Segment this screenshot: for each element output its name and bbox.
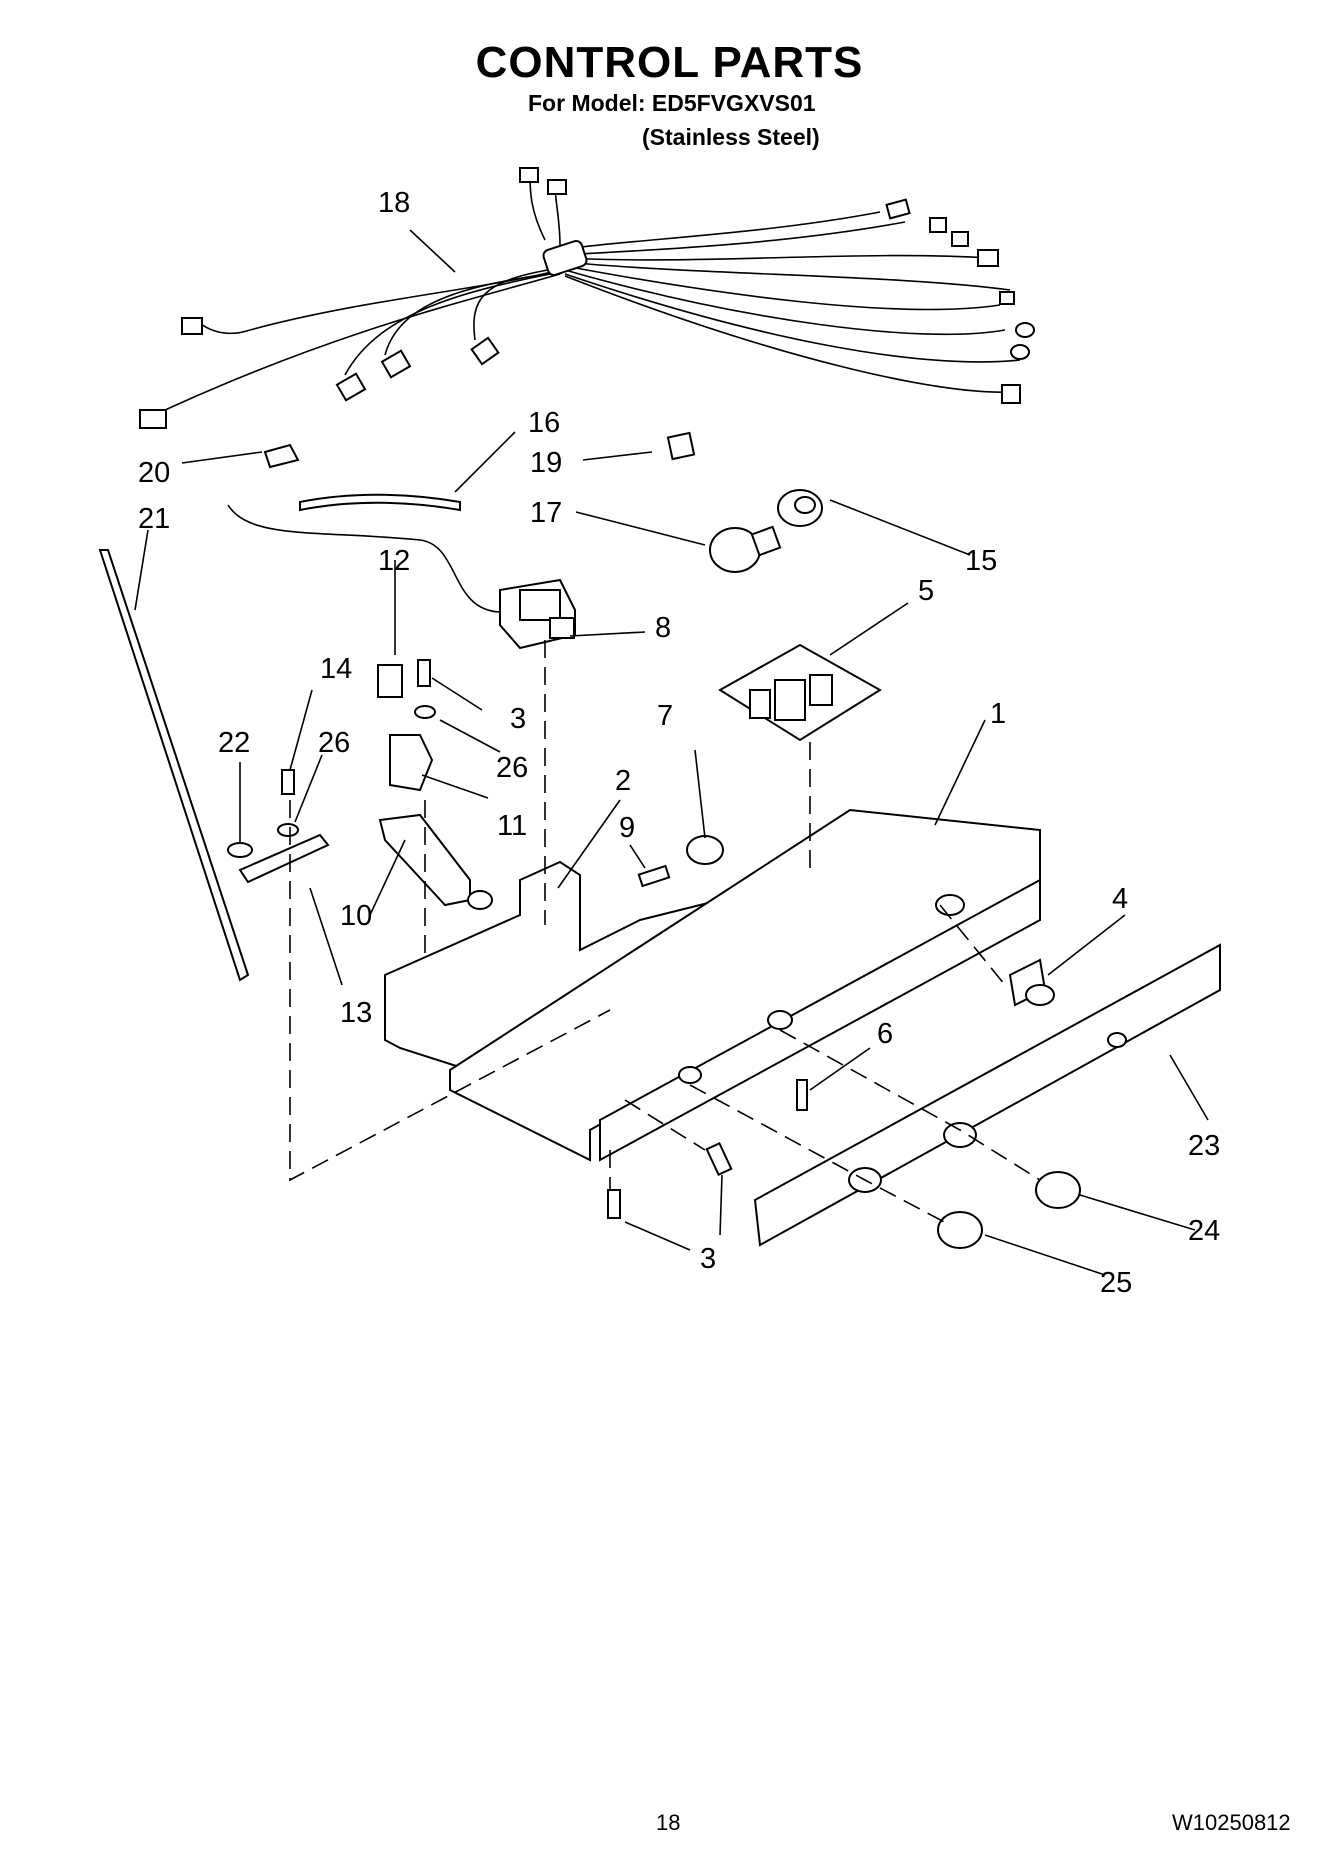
callout-16: 16 (528, 407, 560, 439)
callout-8: 8 (655, 612, 671, 644)
lever-part (238, 833, 330, 884)
callout-5: 5 (918, 575, 934, 607)
callout-15: 15 (965, 545, 997, 577)
callout-21: 21 (138, 503, 170, 535)
callout-2: 2 (615, 765, 631, 797)
callout-24: 24 (1188, 1215, 1220, 1247)
callout-26: 26 (496, 752, 528, 784)
model-number: For Model: ED5FVGXVS01 (528, 90, 816, 116)
wire-clip-part (263, 443, 300, 469)
callout-17: 17 (530, 497, 562, 529)
bracket-part (389, 734, 434, 792)
callout-14: 14 (320, 653, 352, 685)
page-title: CONTROL PARTS (475, 38, 864, 87)
callout-1: 1 (990, 698, 1006, 730)
leader-lines (134, 229, 1209, 1276)
callout-3: 3 (510, 703, 526, 735)
callout-18: 18 (378, 187, 410, 219)
callout-13: 13 (340, 997, 372, 1029)
callout-6: 6 (877, 1018, 893, 1050)
document-number: W10250812 (1172, 1810, 1291, 1835)
callout-25: 25 (1100, 1267, 1132, 1299)
callout-11: 11 (497, 810, 527, 842)
clip-part (666, 431, 696, 461)
callout-26: 26 (318, 727, 350, 759)
callout-22: 22 (218, 727, 250, 759)
callout-19: 19 (530, 447, 562, 479)
light-socket-part (777, 489, 823, 527)
callout-12: 12 (378, 545, 410, 577)
page-number: 18 (656, 1810, 681, 1835)
callout-3: 3 (700, 1243, 716, 1275)
tube-part (299, 493, 461, 512)
callout-20: 20 (138, 457, 170, 489)
actuator-rod-part (98, 549, 250, 982)
knob-part (1035, 1171, 1081, 1209)
callout-7: 7 (657, 700, 673, 732)
door-switch-part (499, 578, 576, 650)
callout-4: 4 (1112, 883, 1128, 915)
model-variant: (Stainless Steel) (642, 124, 820, 150)
control-board-part (718, 643, 882, 742)
knob-part (937, 1211, 983, 1249)
callout-10: 10 (340, 900, 372, 932)
light-bulb-part (709, 525, 782, 573)
wire-harness (139, 167, 1035, 429)
callout-9: 9 (619, 812, 635, 844)
callout-23: 23 (1188, 1130, 1220, 1162)
knob-shaft-part (378, 813, 493, 910)
